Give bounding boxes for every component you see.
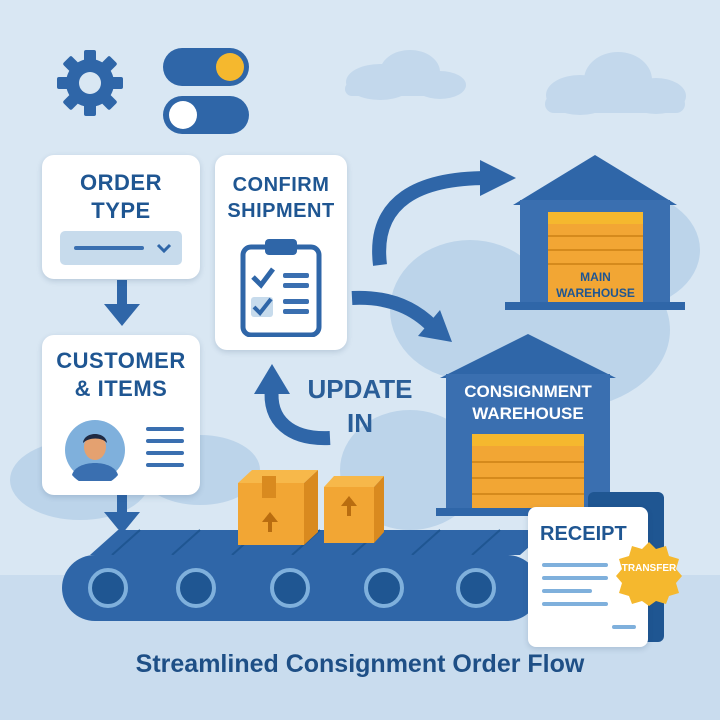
receipt-title: RECEIPT xyxy=(540,523,627,545)
package-box-icon xyxy=(238,470,318,545)
clipboard-checklist-icon xyxy=(240,239,322,337)
step-title: TYPE xyxy=(91,198,151,223)
step-customer-items: CUSTOMER & ITEMS xyxy=(42,335,200,495)
consignment-warehouse-label: WAREHOUSE xyxy=(472,404,584,423)
transfer-stamp-badge xyxy=(616,542,682,606)
toggle-on-icon xyxy=(163,48,249,86)
update-label: IN xyxy=(347,408,373,438)
arrow-down-icon xyxy=(104,280,140,326)
curved-arrow-icon xyxy=(254,364,331,446)
curved-arrow-icon xyxy=(372,160,516,266)
conveyor-belt xyxy=(62,529,548,621)
chevron-down-icon xyxy=(156,243,172,254)
main-warehouse-label: WAREHOUSE xyxy=(556,286,635,300)
diagram-title: Streamlined Consignment Order Flow xyxy=(135,650,585,678)
step-title: CUSTOMER xyxy=(56,348,186,373)
step-title: ORDER xyxy=(80,170,162,195)
curved-arrow-icon xyxy=(351,290,452,342)
arrow-down-icon xyxy=(104,494,140,534)
toggle-off-icon xyxy=(163,96,249,134)
gear-icon xyxy=(57,50,123,116)
cloud-icon xyxy=(545,52,686,115)
package-box-icon xyxy=(324,476,384,543)
cloud-icon xyxy=(345,50,466,100)
consignment-warehouse-label: CONSIGNMENT xyxy=(464,382,592,401)
consignment-warehouse xyxy=(436,334,620,516)
order-type-dropdown[interactable] xyxy=(60,231,182,265)
receipt-lines xyxy=(542,563,608,615)
main-warehouse-label: MAIN xyxy=(580,270,611,284)
transfer-stamp-label: TRANSFER xyxy=(621,563,677,574)
avatar xyxy=(65,420,125,481)
update-label: UPDATE xyxy=(307,374,413,404)
detail-lines xyxy=(146,427,184,467)
step-title: & ITEMS xyxy=(74,376,168,401)
step-order-type: ORDER TYPE xyxy=(42,155,200,279)
step-confirm-shipment: CONFIRM SHIPMENT xyxy=(215,155,347,350)
receipt-card: RECEIPT xyxy=(528,507,648,647)
step-title: SHIPMENT xyxy=(227,200,335,222)
main-warehouse xyxy=(505,155,685,310)
step-title: CONFIRM xyxy=(232,174,330,196)
